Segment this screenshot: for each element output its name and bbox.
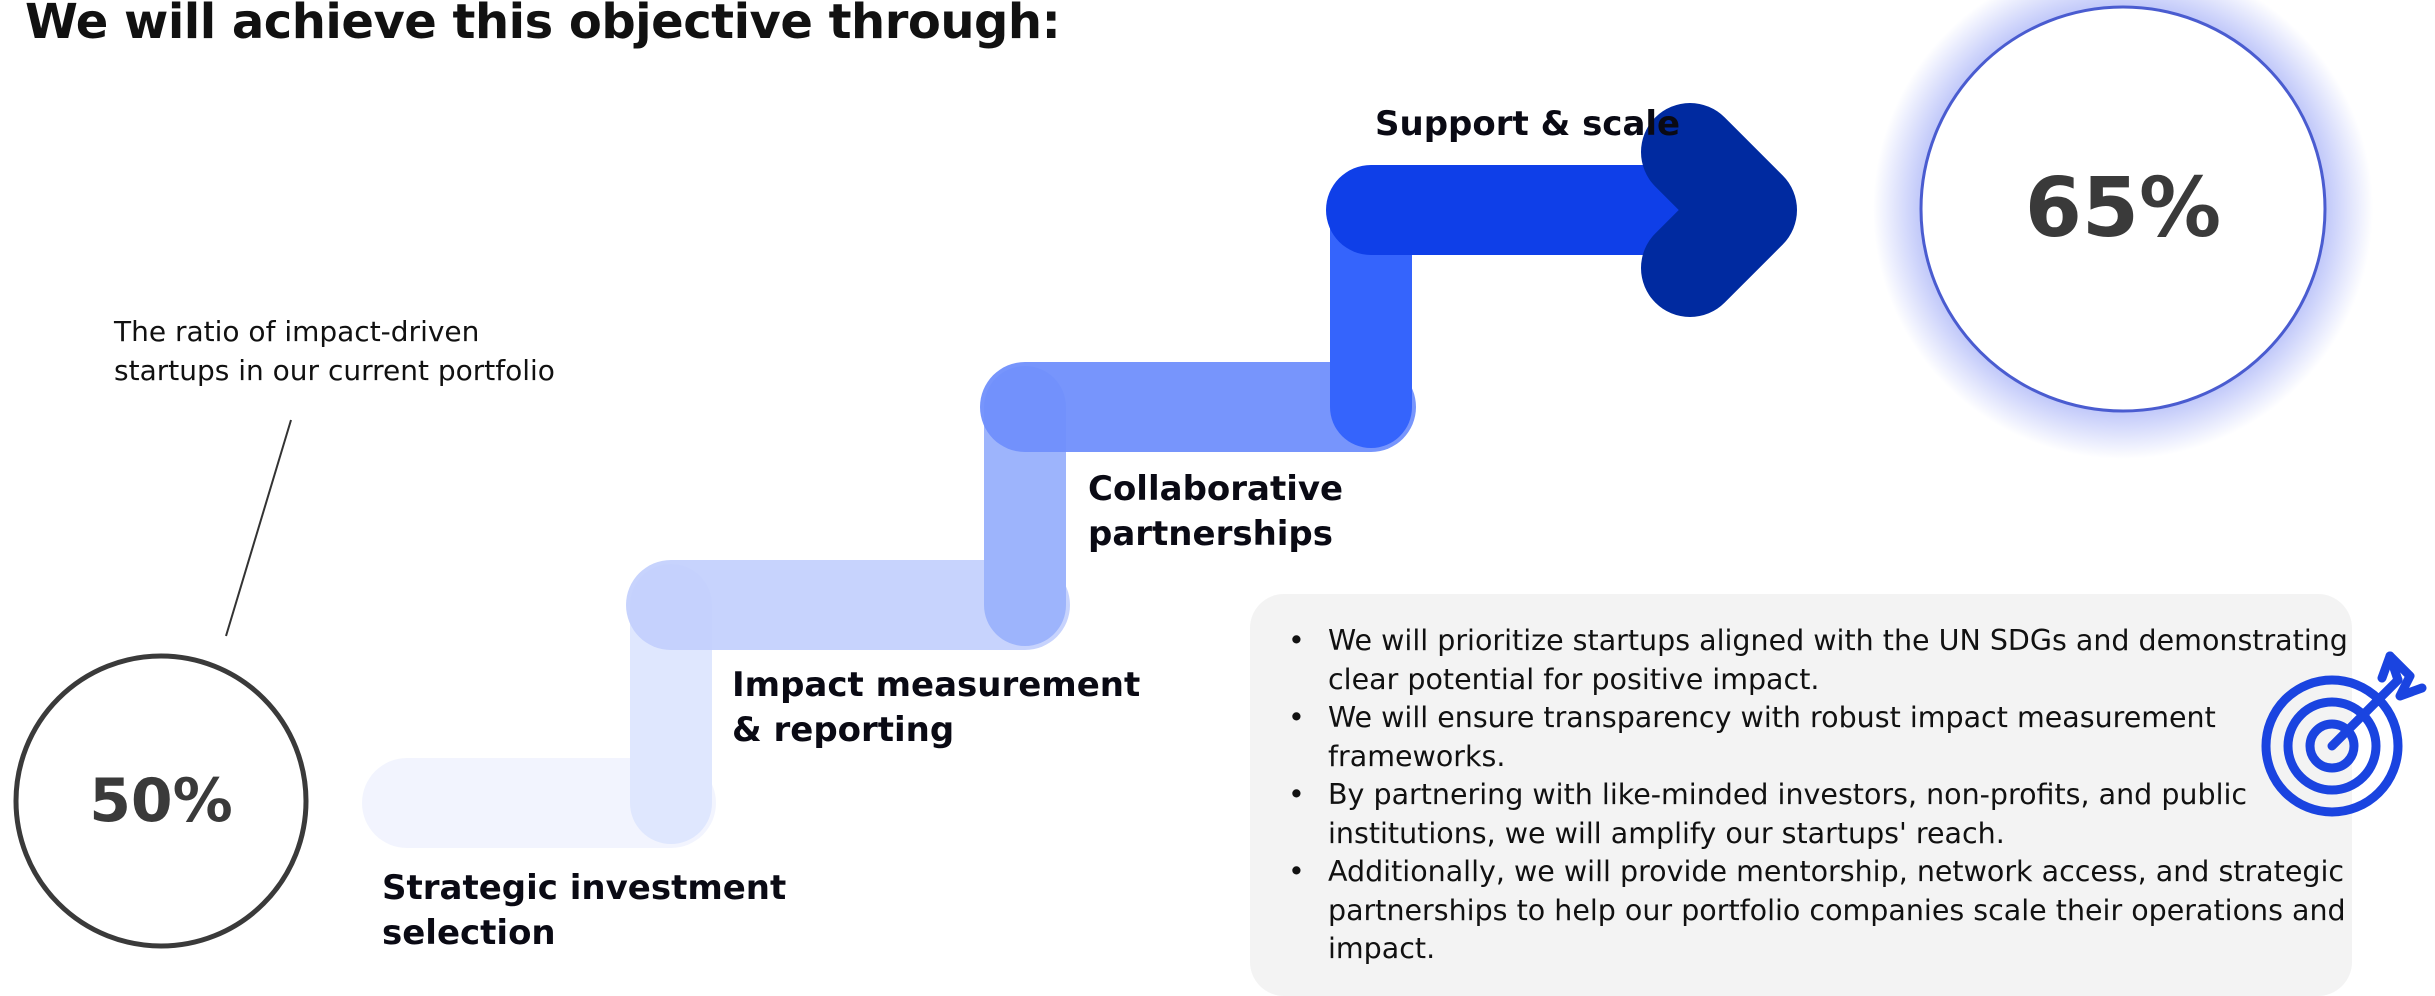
- step-label-line: Strategic investment: [382, 868, 787, 908]
- bullet-marker: •: [1288, 624, 1305, 657]
- callout-line: [225, 419, 292, 637]
- bullet-marker: •: [1288, 778, 1305, 811]
- step-3-band: [980, 169, 1416, 452]
- bullet-line: We will ensure transparency with robust …: [1328, 701, 2216, 734]
- step-label-line: Collaborative: [1088, 469, 1344, 509]
- bullet-line: clear potential for positive impact.: [1328, 662, 1820, 696]
- bullet-line: impact.: [1328, 932, 1436, 965]
- step-4-label: Support & scale: [1375, 102, 1680, 147]
- strategy-bullet-list: • We will prioritize startups aligned wi…: [1268, 622, 2348, 969]
- target-stat-value: 65%: [2024, 161, 2222, 256]
- bullet-item: • Additionally, we will provide mentorsh…: [1268, 853, 2346, 969]
- step-3-label: Collaborative partnerships: [1088, 467, 1343, 557]
- step-2-label: Impact measurement & reporting: [732, 663, 1140, 753]
- bullet-marker: •: [1288, 701, 1305, 734]
- bullet-item: • By partnering with like-minded investo…: [1268, 776, 2292, 853]
- current-stat-circle: [13, 653, 309, 949]
- step-2-band: [626, 366, 1070, 650]
- strategy-info-box: • We will prioritize startups aligned wi…: [1250, 594, 2352, 996]
- arrow-head: [1641, 103, 1797, 317]
- bullet-item: • We will ensure transparency with robus…: [1268, 699, 2292, 776]
- bullet-line: institutions, we will amplify our startu…: [1328, 816, 2005, 850]
- bullet-line: We will prioritize startups aligned with…: [1328, 624, 2348, 657]
- step-label-line: selection: [382, 913, 556, 953]
- step-label-line: partnerships: [1088, 514, 1334, 554]
- step-1-band: [362, 564, 716, 848]
- step-label-line: Support & scale: [1375, 104, 1681, 144]
- description-line: The ratio of impact-driven: [114, 315, 480, 348]
- target-circle: [1919, 5, 2327, 413]
- bullet-line: By partnering with like-minded investors…: [1328, 778, 2248, 811]
- bullet-line: Additionally, we will provide mentorship…: [1328, 855, 2345, 888]
- bullet-line: partnerships to help our portfolio compa…: [1328, 893, 2346, 927]
- step-4-arrow: [1326, 103, 1797, 317]
- page-title: We will achieve this objective through:: [25, 0, 1061, 50]
- current-stat-description: The ratio of impact-driven startups in o…: [114, 312, 555, 390]
- step-label-line: & reporting: [732, 710, 955, 750]
- bullet-item: • We will prioritize startups aligned wi…: [1268, 622, 2348, 699]
- description-line: startups in our current portfolio: [114, 354, 555, 387]
- current-stat-value: 50%: [89, 766, 233, 836]
- bullet-line: frameworks.: [1328, 739, 1506, 773]
- step-1-label: Strategic investment selection: [382, 866, 786, 956]
- step-label-line: Impact measurement: [732, 665, 1141, 705]
- target-icon: [2261, 651, 2427, 817]
- bullet-marker: •: [1288, 855, 1305, 888]
